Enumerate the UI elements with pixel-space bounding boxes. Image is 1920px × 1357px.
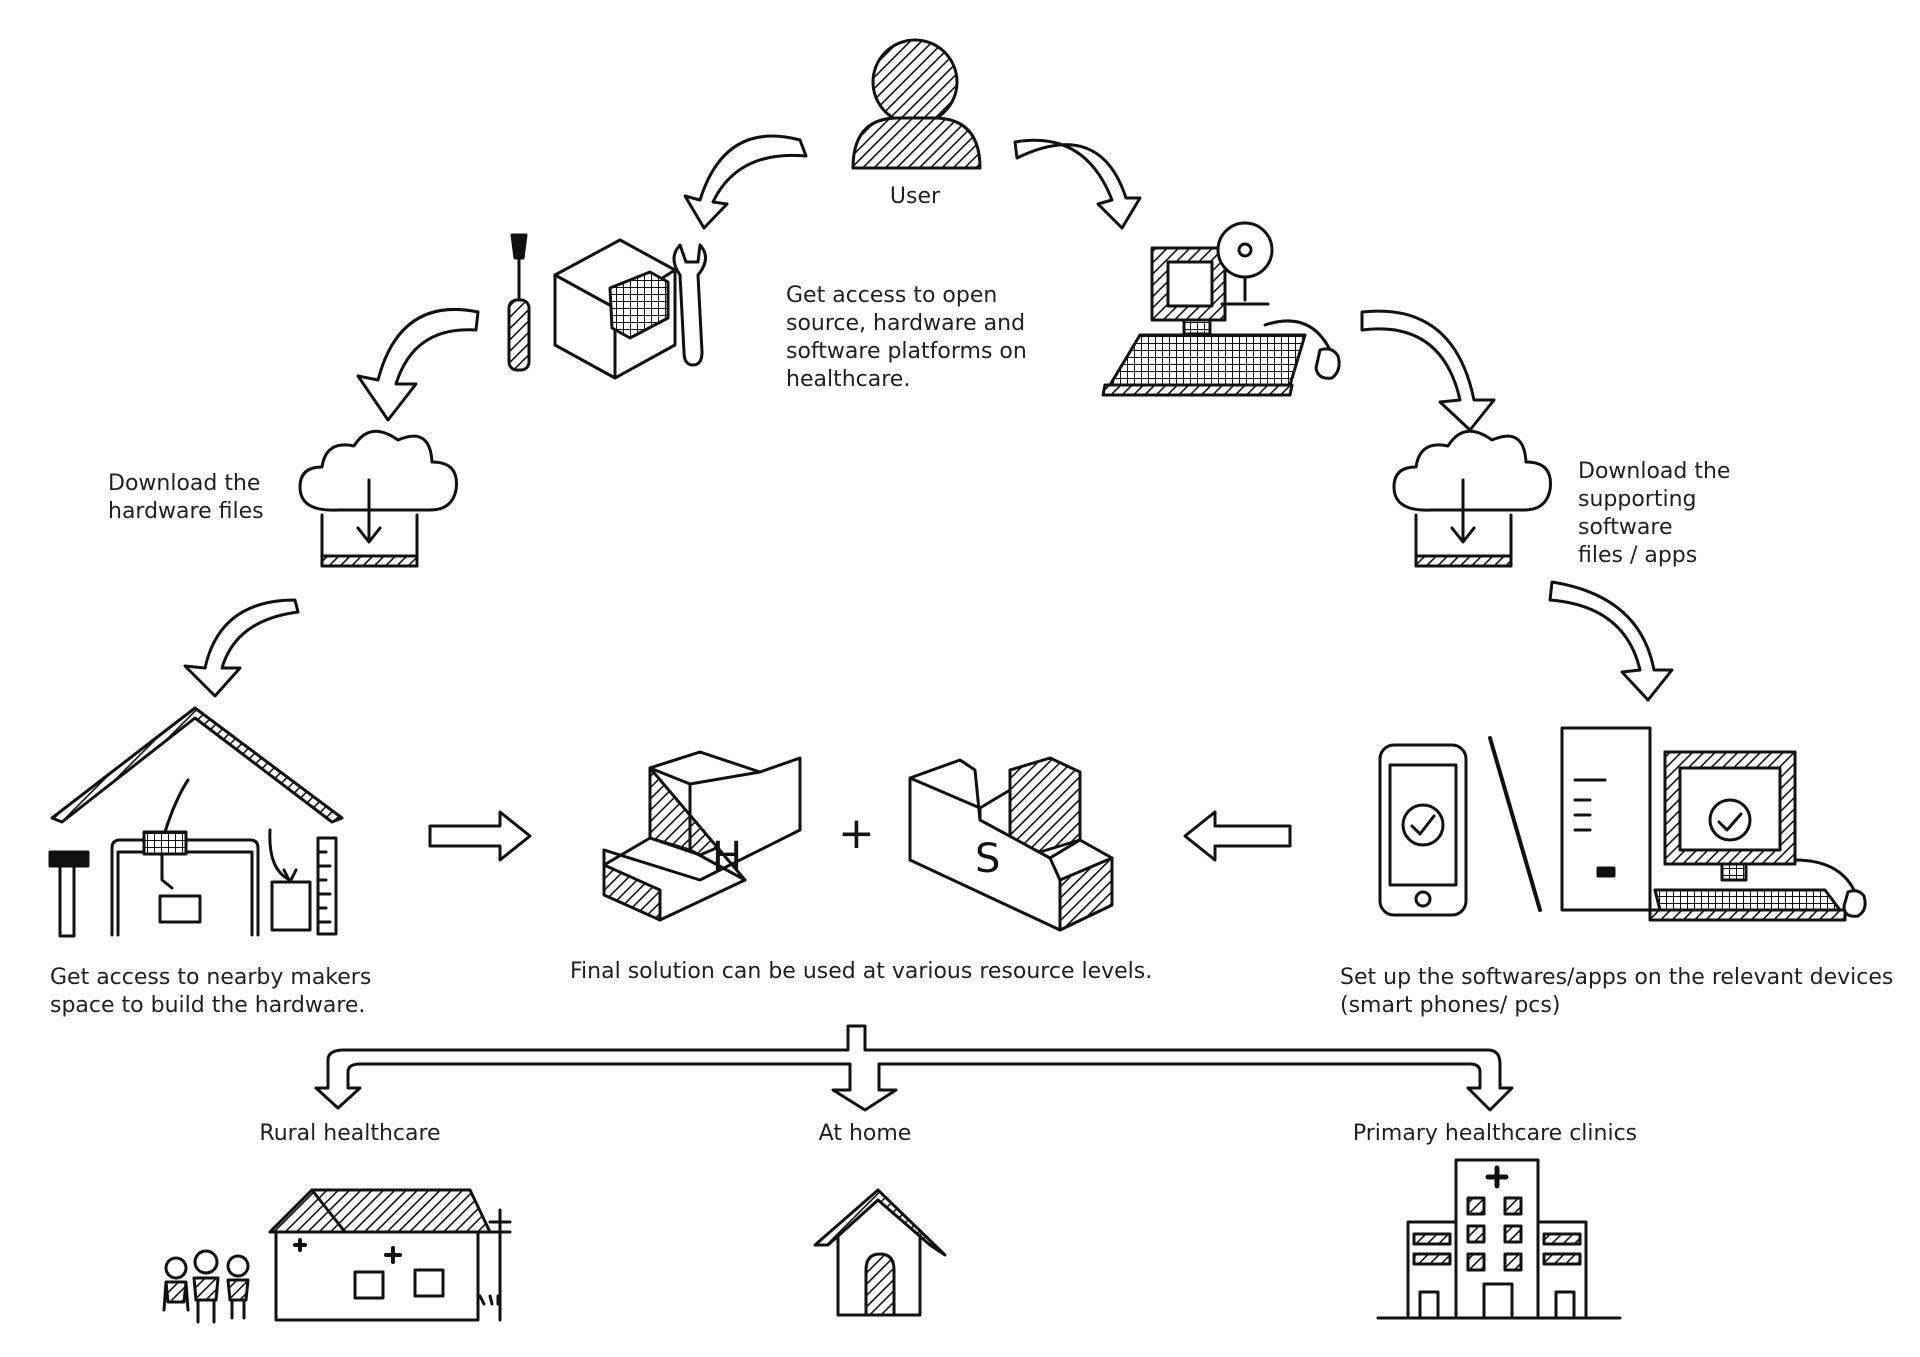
final-solution-text: Final solution can be used at various re… — [570, 959, 1153, 984]
house-icon — [813, 1188, 947, 1317]
computer-cd-icon — [1101, 221, 1341, 397]
block-s-letter: S — [975, 836, 1000, 882]
distribution-arrow-icon — [314, 1024, 1514, 1112]
arrow-cloud-to-devices-icon — [1548, 580, 1674, 702]
access-platforms-text: Get access to open source, hardware and … — [786, 283, 1027, 392]
user-label: User — [889, 184, 941, 209]
block-h-letter: H — [712, 834, 742, 880]
download-hardware-text: Download the hardware files — [108, 471, 264, 524]
hardware-block-icon — [602, 750, 802, 922]
arrow-makerspace-to-blocks-icon — [428, 810, 532, 862]
software-block-icon — [908, 756, 1114, 932]
arrow-toolbox-to-cloud-icon — [356, 307, 480, 422]
plus-sign: + — [838, 808, 875, 859]
arrow-user-to-toolbox-icon — [683, 134, 808, 230]
rural-clinic-icon — [162, 1188, 512, 1324]
makers-space-text: Get access to nearby makers space to bui… — [50, 965, 372, 1018]
makerspace-icon — [48, 706, 344, 938]
toolbox-icon — [507, 233, 707, 380]
arrow-cloud-to-makerspace-icon — [183, 598, 300, 698]
primary-clinics-label: Primary healthcare clinics — [1352, 1121, 1638, 1146]
people-icon — [162, 1249, 250, 1324]
devices-icon — [1378, 726, 1867, 922]
at-home-label: At home — [818, 1121, 912, 1146]
arrow-computer-to-cloud-icon — [1360, 309, 1496, 432]
cloud-download-software-icon — [1392, 429, 1552, 568]
cloud-download-hardware-icon — [298, 429, 458, 568]
user-icon — [851, 38, 982, 170]
rural-healthcare-label: Rural healthcare — [259, 1121, 441, 1146]
setup-software-text: Set up the softwares/apps on the relevan… — [1340, 965, 1894, 1018]
download-software-text: Download the supporting software files /… — [1578, 459, 1731, 568]
arrow-user-to-computer-icon — [1013, 138, 1142, 230]
arrow-devices-to-blocks-icon — [1183, 810, 1292, 862]
hospital-icon — [1376, 1158, 1622, 1320]
